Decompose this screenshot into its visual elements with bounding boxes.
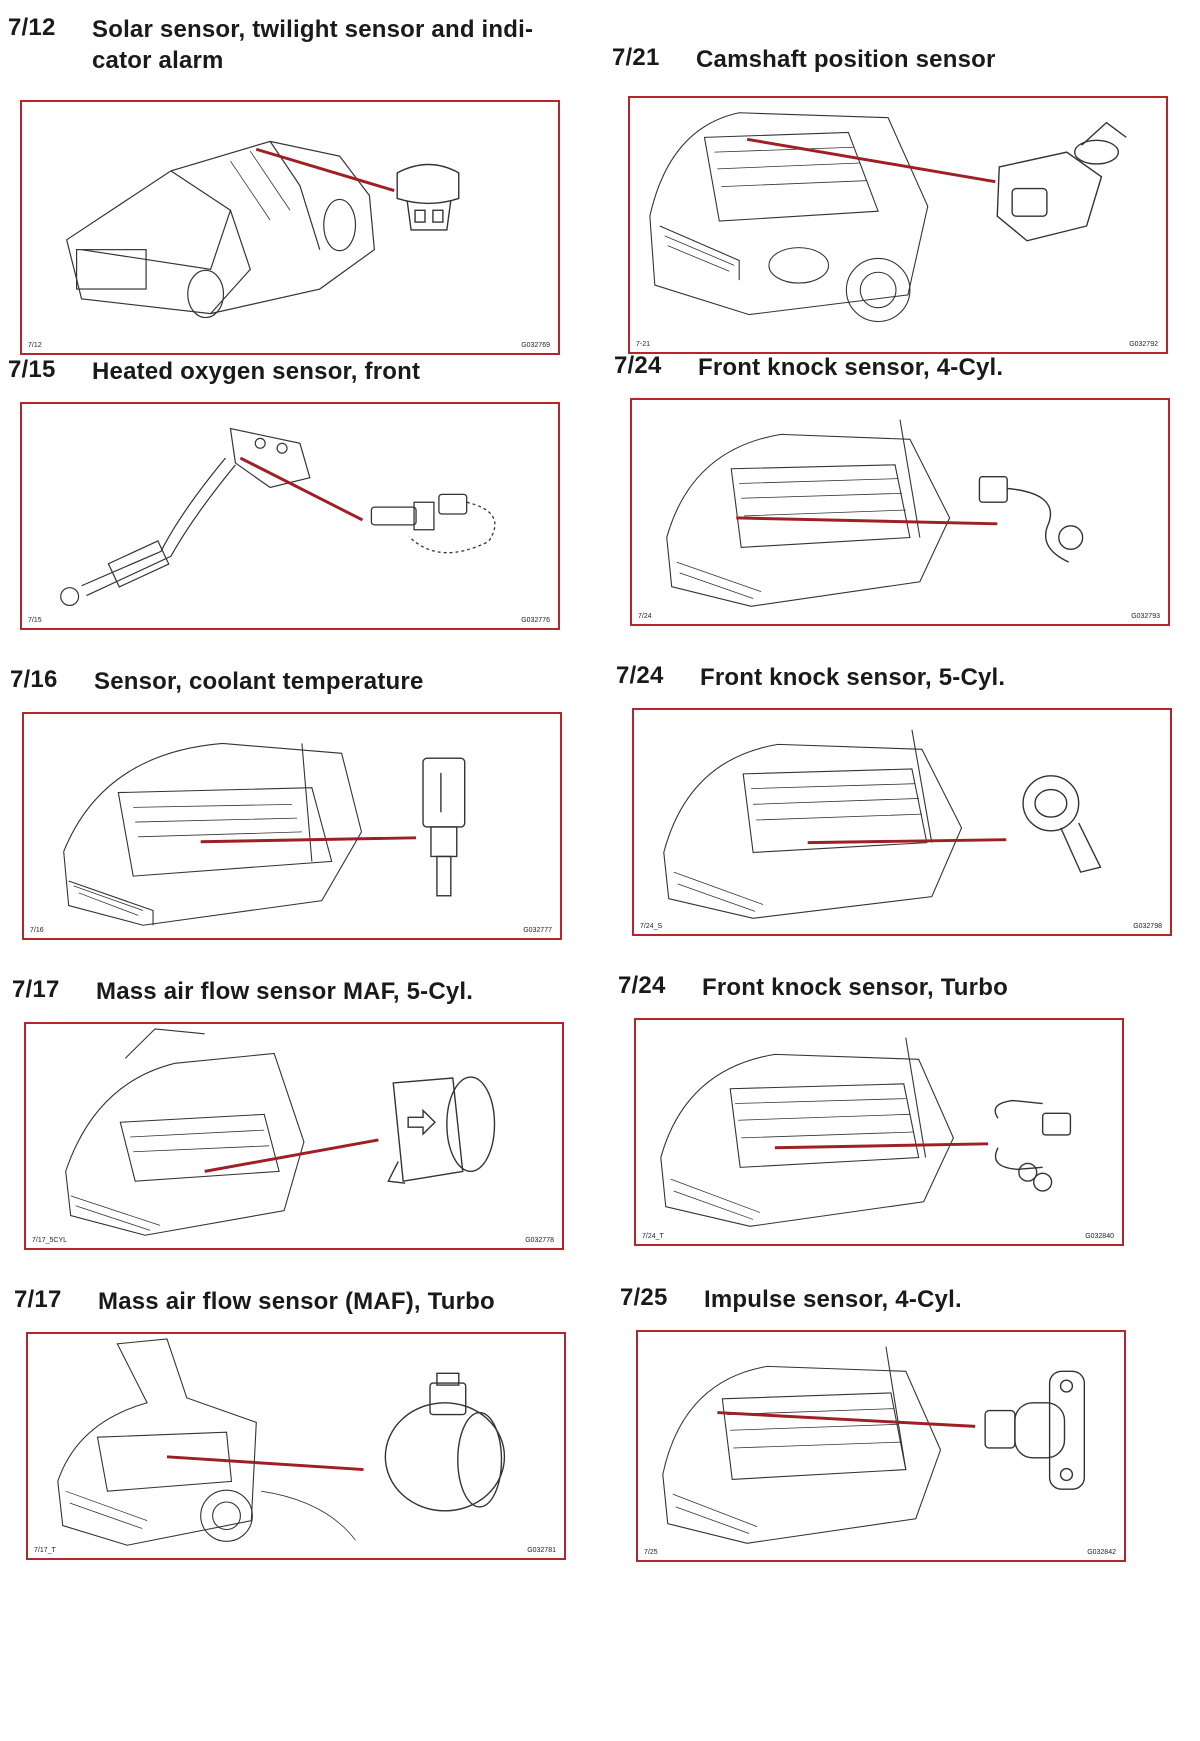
figure-code: G032777 bbox=[523, 927, 552, 934]
entry-header: 7/24 Front knock sensor, 5-Cyl. bbox=[616, 662, 1168, 740]
entry-header: 7/15 Heated oxygen sensor, front bbox=[8, 356, 560, 434]
entry-title-line-2: cator alarm bbox=[92, 47, 224, 74]
leader-line bbox=[239, 456, 364, 522]
leader-line bbox=[807, 838, 1007, 845]
leader-line bbox=[200, 836, 417, 844]
leader-line bbox=[746, 137, 996, 184]
figure-code: G032798 bbox=[1133, 923, 1162, 930]
entry-number: 7/12 bbox=[8, 14, 56, 41]
entry-header: 7/25 Impulse sensor, 4-Cyl. bbox=[620, 1284, 1172, 1362]
entry-title: Solar sensor, twilight sensor and indi- … bbox=[92, 14, 562, 76]
figure-reference: 7/25 bbox=[644, 1549, 658, 1556]
leader-line bbox=[204, 1138, 379, 1173]
entry-title: Front knock sensor, 4-Cyl. bbox=[698, 354, 1004, 381]
entry-title: Mass air flow sensor (MAF), Turbo bbox=[98, 1288, 495, 1315]
exhaust-illustration bbox=[60, 427, 496, 606]
entry-number: 7/21 bbox=[612, 44, 660, 71]
figure-code: G032842 bbox=[1087, 1549, 1116, 1556]
figure-code: G032792 bbox=[1129, 341, 1158, 348]
entry-number: 7/17 bbox=[14, 1286, 62, 1313]
illustration-frame: 7/17_5CYL G032778 bbox=[24, 1022, 564, 1250]
illustration-frame: 7/16 G032777 bbox=[22, 712, 562, 940]
entry-title: Impulse sensor, 4-Cyl. bbox=[704, 1286, 962, 1313]
illustration-frame: 7/25 G032842 bbox=[636, 1330, 1126, 1562]
entry-header: 7/24 Front knock sensor, Turbo bbox=[618, 972, 1170, 1050]
figure-code: G032793 bbox=[1131, 613, 1160, 620]
entry-number: 7/16 bbox=[10, 666, 58, 693]
engine-bay-illustration bbox=[65, 1028, 496, 1236]
car-front-illustration bbox=[57, 1338, 506, 1546]
entry-number: 7/24 bbox=[618, 972, 666, 999]
entry-7-21: 7/21 Camshaft position sensor 7-21 G03 bbox=[612, 44, 1168, 354]
illustration-frame: 7/24_S G032798 bbox=[632, 708, 1172, 936]
entry-7-17-turbo: 7/17 Mass air flow sensor (MAF), Turbo 7… bbox=[14, 1286, 566, 1560]
figure-reference: 7/17_5CYL bbox=[32, 1237, 68, 1244]
leader-line bbox=[717, 1411, 976, 1428]
figure-reference: 7/16 bbox=[30, 927, 44, 934]
figure-code: G032778 bbox=[525, 1237, 554, 1244]
entry-7-12: 7/12 Solar sensor, twilight sensor and i… bbox=[8, 14, 560, 355]
figure-reference: 7-21 bbox=[636, 341, 651, 348]
figure-reference: 7/24 bbox=[638, 613, 652, 620]
illustration-frame: 7/17_T G032781 bbox=[26, 1332, 566, 1560]
entry-7-15: 7/15 Heated oxygen sensor, front 7/15 G0… bbox=[8, 356, 560, 630]
entry-title: Heated oxygen sensor, front bbox=[92, 358, 421, 385]
figure-code: G032781 bbox=[527, 1547, 556, 1554]
entry-7-24-4cyl: 7/24 Front knock sensor, 4-Cyl. 7/24 G03… bbox=[614, 352, 1170, 626]
entry-number: 7/17 bbox=[12, 976, 60, 1003]
illustration-frame: 7/12 G032769 bbox=[20, 100, 560, 355]
figure-code: G032769 bbox=[521, 342, 550, 349]
leader-line bbox=[774, 1142, 989, 1150]
engine-bay-illustration bbox=[666, 419, 1084, 607]
figure-reference: 7/12 bbox=[28, 342, 42, 349]
entry-7-17-5cyl: 7/17 Mass air flow sensor MAF, 5-Cyl. 7/… bbox=[12, 976, 564, 1250]
entry-title: Sensor, coolant temperature bbox=[94, 668, 424, 695]
entry-title: Mass air flow sensor MAF, 5-Cyl. bbox=[96, 978, 474, 1005]
figure-reference: 7/17_T bbox=[34, 1547, 56, 1554]
leader-line bbox=[166, 1455, 364, 1472]
entry-header: 7/24 Front knock sensor, 4-Cyl. bbox=[614, 352, 1166, 430]
engine-bay-illustration bbox=[660, 1037, 1072, 1227]
sedan-rear-illustration bbox=[65, 140, 460, 319]
entry-header: 7/12 Solar sensor, twilight sensor and i… bbox=[8, 14, 560, 92]
entry-7-16: 7/16 Sensor, coolant temperature 7/16 G0… bbox=[10, 666, 562, 940]
illustration-frame: 7/15 G032776 bbox=[20, 402, 560, 630]
entry-header: 7/16 Sensor, coolant temperature bbox=[10, 666, 562, 744]
entry-title: Front knock sensor, 5-Cyl. bbox=[700, 664, 1006, 691]
entry-7-24-5cyl: 7/24 Front knock sensor, 5-Cyl. 7/24_S G… bbox=[616, 662, 1172, 936]
figure-reference: 7/24_T bbox=[642, 1233, 664, 1240]
figure-code: G032840 bbox=[1085, 1233, 1114, 1240]
leader-line bbox=[255, 147, 395, 193]
entry-title: Camshaft position sensor bbox=[696, 46, 996, 73]
figure-reference: 7/24_S bbox=[640, 923, 663, 930]
engine-bay-front-illustration bbox=[649, 112, 1127, 323]
entry-number: 7/15 bbox=[8, 356, 56, 383]
entry-number: 7/24 bbox=[614, 352, 662, 379]
illustration-frame: 7/24_T G032840 bbox=[634, 1018, 1124, 1246]
entry-header: 7/17 Mass air flow sensor MAF, 5-Cyl. bbox=[12, 976, 564, 1054]
entry-header: 7/17 Mass air flow sensor (MAF), Turbo bbox=[14, 1286, 566, 1364]
leader-line bbox=[736, 516, 998, 526]
figure-code: G032776 bbox=[521, 617, 550, 624]
engine-bay-illustration bbox=[63, 742, 466, 926]
engine-bay-illustration bbox=[663, 729, 1102, 919]
entry-number: 7/24 bbox=[616, 662, 664, 689]
entry-number: 7/25 bbox=[620, 1284, 668, 1311]
illustration-frame: 7-21 G032792 bbox=[628, 96, 1168, 354]
entry-title: Front knock sensor, Turbo bbox=[702, 974, 1008, 1001]
engine-bay-illustration bbox=[662, 1346, 1086, 1544]
entry-header: 7/21 Camshaft position sensor bbox=[612, 44, 1164, 122]
illustration-frame: 7/24 G032793 bbox=[630, 398, 1170, 626]
entry-7-25: 7/25 Impulse sensor, 4-Cyl. 7/25 G032842 bbox=[620, 1284, 1172, 1562]
entry-title-line-1: Solar sensor, twilight sensor and indi- bbox=[92, 16, 534, 43]
figure-reference: 7/15 bbox=[28, 617, 42, 624]
entry-7-24-turbo: 7/24 Front knock sensor, Turbo 7/24_T G0… bbox=[618, 972, 1170, 1246]
